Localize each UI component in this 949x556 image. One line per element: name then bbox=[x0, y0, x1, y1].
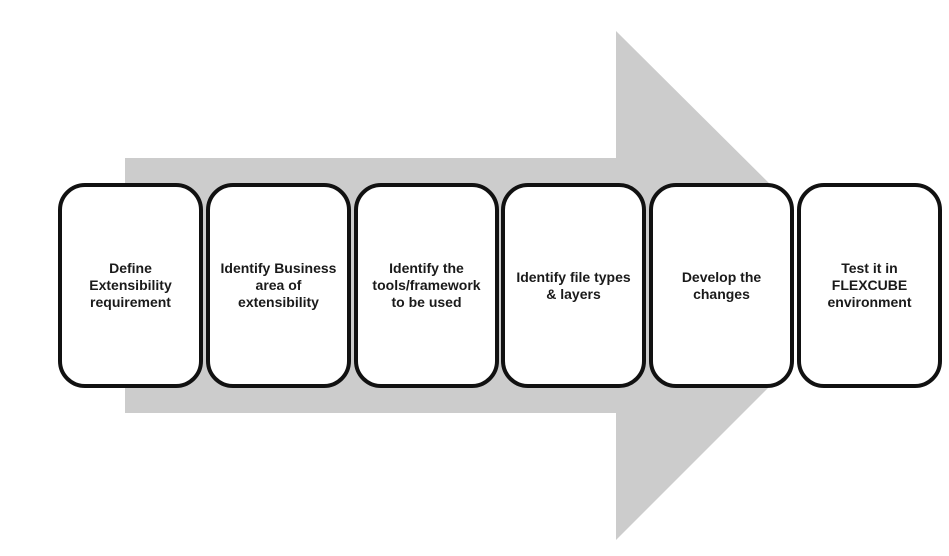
process-step-3-label: Identify the tools/framework to be used bbox=[372, 260, 481, 310]
process-step-5: Develop the changes bbox=[649, 183, 794, 388]
process-step-1: Define Extensibility requirement bbox=[58, 183, 203, 388]
process-step-1-label: Define Extensibility requirement bbox=[89, 260, 172, 310]
process-step-6-label: Test it in FLEXCUBE environment bbox=[827, 260, 912, 310]
process-step-5-label: Develop the changes bbox=[681, 268, 762, 302]
process-step-4: Identify file types & layers bbox=[501, 183, 646, 388]
process-step-3: Identify the tools/framework to be used bbox=[354, 183, 499, 388]
process-step-6: Test it in FLEXCUBE environment bbox=[797, 183, 942, 388]
process-step-4-label: Identify file types & layers bbox=[516, 268, 631, 302]
process-step-2: Identify Business area of extensibility bbox=[206, 183, 351, 388]
process-step-2-label: Identify Business area of extensibility bbox=[220, 260, 337, 310]
